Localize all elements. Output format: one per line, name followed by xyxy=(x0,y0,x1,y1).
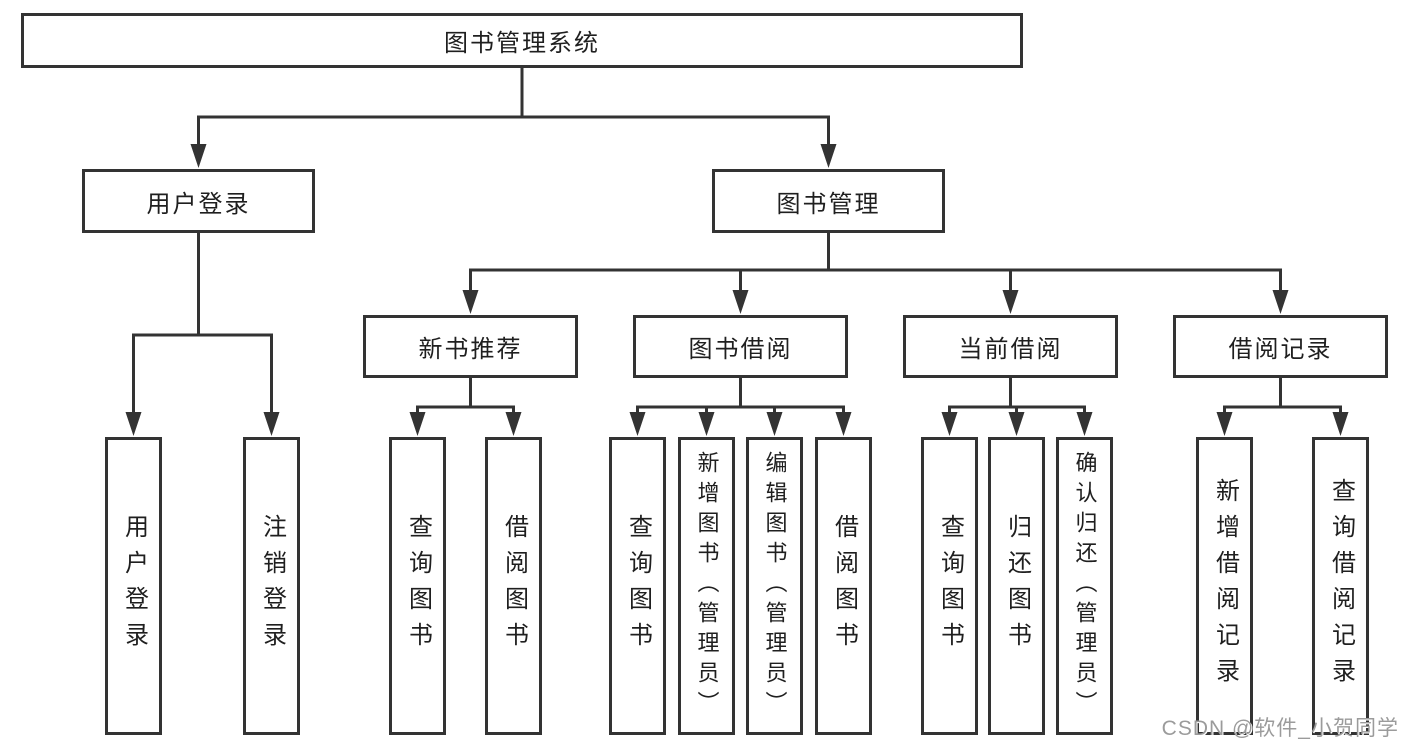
node-book-borrow: 图书借阅 xyxy=(633,315,848,378)
leaf-borrow-books-recommend: 借阅图书 xyxy=(485,437,542,735)
node-user-login: 用户登录 xyxy=(82,169,315,233)
leaf-add-borrow-record: 新增借阅记录 xyxy=(1196,437,1253,735)
node-library-system: 图书管理系统 xyxy=(21,13,1023,68)
leaf-confirm-return-admin: 确认归还（管理员） xyxy=(1056,437,1113,735)
arrowhead xyxy=(125,412,142,436)
leaf-query-borrow-record: 查询借阅记录 xyxy=(1312,437,1369,735)
arrowhead xyxy=(766,412,783,436)
node-book-management: 图书管理 xyxy=(712,169,945,233)
leaf-borrow-books: 借阅图书 xyxy=(815,437,872,735)
arrowheads xyxy=(125,144,1349,436)
arrowhead xyxy=(190,144,207,168)
node-new-book-recommend: 新书推荐 xyxy=(363,315,578,378)
node-borrow-record: 借阅记录 xyxy=(1173,315,1388,378)
arrowhead xyxy=(732,290,749,314)
arrowhead xyxy=(505,412,522,436)
arrowhead xyxy=(1002,290,1019,314)
arrowhead xyxy=(629,412,646,436)
node-current-borrow: 当前借阅 xyxy=(903,315,1118,378)
leaf-add-books-admin: 新增图书（管理员） xyxy=(678,437,735,735)
arrowhead xyxy=(1272,290,1289,314)
leaf-logout: 注销登录 xyxy=(243,437,300,735)
arrowhead xyxy=(409,412,426,436)
leaf-query-books-recommend: 查询图书 xyxy=(389,437,446,735)
arrowhead xyxy=(1008,412,1025,436)
arrowhead xyxy=(1332,412,1349,436)
leaf-user-login: 用户登录 xyxy=(105,437,162,735)
leaf-return-books: 归还图书 xyxy=(988,437,1045,735)
arrowhead xyxy=(941,412,958,436)
arrowhead xyxy=(835,412,852,436)
arrowhead xyxy=(263,412,280,436)
csdn-watermark: CSDN @软件_小贺同学 xyxy=(1161,717,1399,740)
leaf-edit-books-admin: 编辑图书（管理员） xyxy=(746,437,803,735)
arrowhead xyxy=(1216,412,1233,436)
arrowhead xyxy=(462,290,479,314)
leaf-query-books-current: 查询图书 xyxy=(921,437,978,735)
leaf-query-books-borrow: 查询图书 xyxy=(609,437,666,735)
arrowhead xyxy=(698,412,715,436)
arrowhead xyxy=(820,144,837,168)
arrowhead xyxy=(1076,412,1093,436)
